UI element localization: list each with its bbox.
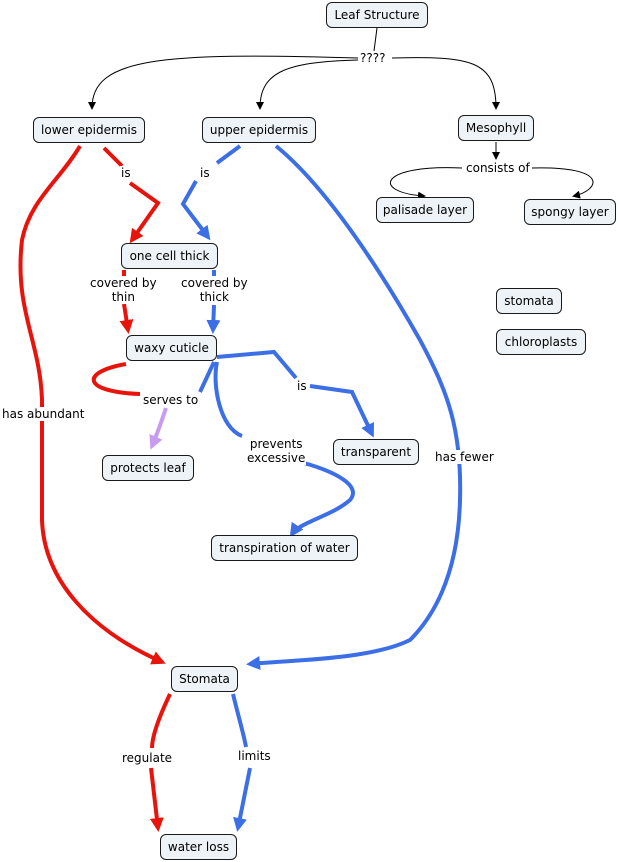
link-label-has-abundant: has abundant <box>1 407 86 421</box>
edge-cuticle-to-prevents <box>213 361 243 438</box>
edge-cuticle-to-serves-blue <box>198 361 216 393</box>
link-label-consists-of: consists of <box>465 161 531 175</box>
edge-upper-to-stomata-blue <box>246 144 463 670</box>
link-label-is-blue: is <box>199 166 211 180</box>
edge-stomata-limits <box>231 693 248 748</box>
link-label-serves-to: serves to <box>142 393 200 407</box>
edge-regulate-water-loss <box>149 767 164 832</box>
edge-lower-is-line <box>102 146 124 168</box>
link-label-is-red: is <box>120 166 132 180</box>
edge-is-to-transparent <box>309 384 375 438</box>
link-label-qqqq: ???? <box>359 51 387 65</box>
edge-qqqq-to-mesophyll <box>391 57 500 110</box>
node-mesophyll[interactable]: Mesophyll <box>458 115 534 141</box>
node-water-loss[interactable]: water loss <box>160 834 237 860</box>
edge-prevents-to-transpiration <box>289 461 355 538</box>
edge-cuticle-to-is <box>216 349 298 380</box>
link-label-limits: limits <box>237 749 272 763</box>
edge-lower-to-stomata-red <box>18 144 166 665</box>
node-stomata-small[interactable]: stomata <box>496 288 562 314</box>
link-label-prevents-excessive: prevents excessive <box>246 437 307 465</box>
node-upper-epidermis[interactable]: upper epidermis <box>202 117 316 143</box>
node-palisade-layer[interactable]: palisade layer <box>376 197 474 223</box>
edge-cuticle-to-serves <box>92 362 141 396</box>
edge-covered-thick-to-cuticle <box>206 304 221 334</box>
node-stomata[interactable]: Stomata <box>171 666 238 692</box>
edge-limits-water-loss <box>233 767 252 832</box>
link-label-has-fewer: has fewer <box>434 450 495 464</box>
node-transparent[interactable]: transparent <box>333 439 419 465</box>
edge-is-to-onecell-red <box>128 181 161 244</box>
edge-is-to-onecell-blue <box>180 180 211 241</box>
edge-consists-to-palisade <box>390 167 463 200</box>
edge-qqqq-to-upper <box>256 59 359 110</box>
node-protects-leaf[interactable]: protects leaf <box>102 455 194 481</box>
edge-consists-to-spongy <box>531 167 594 199</box>
node-lower-epidermis[interactable]: lower epidermis <box>33 117 145 143</box>
edge-upper-is-line <box>215 144 242 165</box>
link-label-is-transparent: is <box>296 379 308 393</box>
edge-qqqq-to-lower <box>88 55 359 110</box>
edge-title-to-qqqq <box>373 27 378 52</box>
node-waxy-cuticle[interactable]: waxy cuticle <box>126 335 217 361</box>
node-one-cell-thick[interactable]: one cell thick <box>121 243 218 269</box>
edge-serves-to-protects <box>149 407 168 450</box>
link-label-regulate: regulate <box>121 751 174 765</box>
link-label-covered-thin: covered by thin <box>89 276 158 304</box>
edge-covered-thin-to-cuticle <box>119 303 134 334</box>
link-label-covered-thick: covered by thick <box>180 276 249 304</box>
node-transpiration-of-water[interactable]: transpiration of water <box>211 535 358 561</box>
edge-stomata-regulate <box>150 693 172 749</box>
node-leaf-structure[interactable]: Leaf Structure <box>326 2 428 28</box>
node-chloroplasts[interactable]: chloroplasts <box>496 329 586 355</box>
node-spongy-layer[interactable]: spongy layer <box>524 199 616 225</box>
